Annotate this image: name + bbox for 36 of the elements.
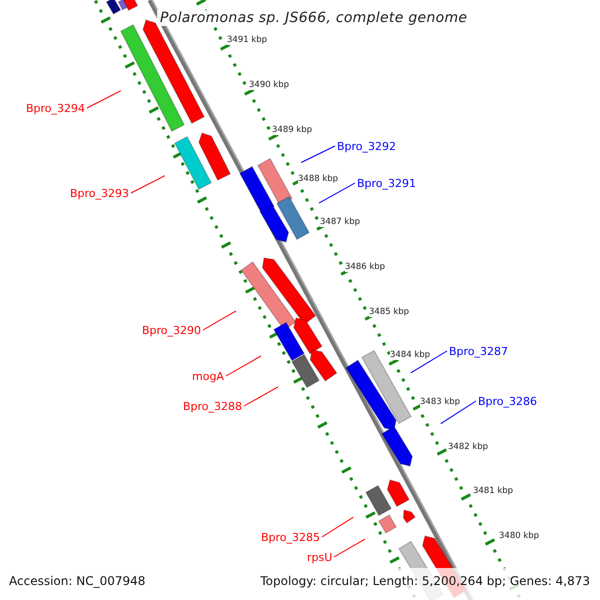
tick-label: 3486 kbp — [345, 263, 386, 272]
gene-label: Bpro_3292 — [337, 140, 396, 152]
gene-label: Bpro_3285 — [261, 532, 320, 542]
tick-label: 3488 kbp — [298, 175, 338, 184]
tick-label: 3489 kbp — [272, 126, 312, 134]
gene-label: Bpro_3291 — [357, 178, 416, 188]
leader-line — [322, 516, 354, 538]
leader-line — [226, 355, 262, 376]
gene-label: Bpro_3294 — [26, 102, 86, 114]
tick-label: 3482 kbp — [448, 443, 488, 452]
gene-label: Bpro_3288 — [183, 400, 242, 412]
tick-label: 3480 kbp — [499, 532, 540, 540]
gene-label: Bpro_3286 — [478, 396, 538, 406]
tick-label: 3487 kbp — [320, 218, 360, 226]
tick-label: 3481 kbp — [473, 487, 514, 496]
accession-text: Accession: NC_007948 — [9, 575, 146, 587]
tick-label: 3483 kbp — [420, 398, 460, 406]
tick-label: 3485 kbp — [369, 308, 410, 316]
gene-label: Bpro_3290 — [142, 324, 202, 336]
leader-line — [334, 538, 366, 558]
tick-label: 3491 kbp — [227, 36, 268, 44]
gene-label: Bpro_3293 — [70, 188, 130, 198]
gene-label: rpsU — [307, 552, 332, 562]
tick-label: 3490 kbp — [249, 81, 290, 90]
leader-line — [440, 400, 476, 424]
leader-line — [410, 350, 448, 374]
tick-label: 3484 kbp — [390, 351, 430, 360]
leader-line — [202, 310, 237, 330]
genome-stats-text: Topology: circular; Length: 5,200,264 bp; Genes: 4,873 — [260, 575, 590, 587]
leader-line — [300, 146, 336, 163]
gene-label: Bpro_3287 — [449, 346, 508, 356]
leader-line — [130, 175, 166, 194]
gene-label: mogA — [192, 370, 224, 382]
leader-line — [318, 182, 356, 204]
leader-line — [86, 90, 122, 108]
leader-line — [244, 386, 279, 406]
